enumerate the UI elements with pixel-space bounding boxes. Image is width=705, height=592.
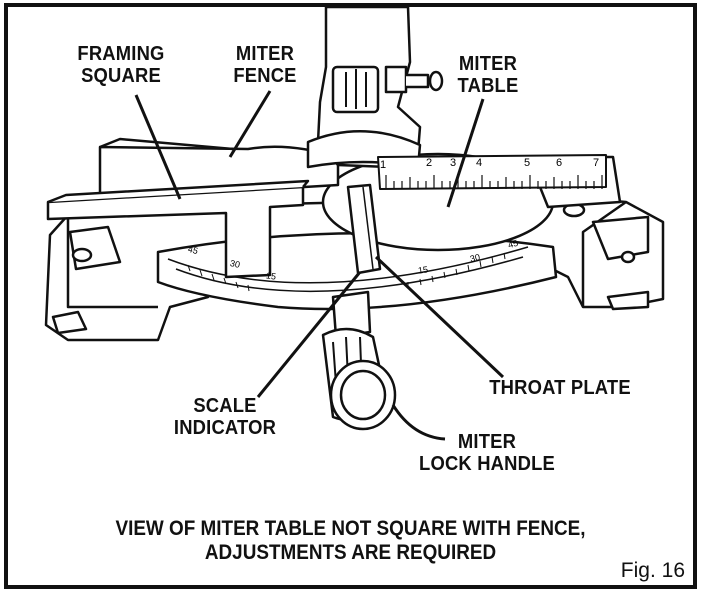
label-miter-fence: MITER FENCE [224, 43, 307, 87]
ruler-number: 4 [476, 157, 483, 169]
scale-number: 30 [469, 252, 481, 264]
throat-plate [346, 183, 382, 275]
figure-caption-line1: VIEW OF MITER TABLE NOT SQUARE WITH FENC… [115, 517, 586, 540]
fence-ruler [377, 154, 607, 190]
label-miter-table-line2: TABLE [457, 75, 519, 97]
label-framing-square: FRAMING SQUARE [70, 43, 171, 87]
label-framing-square-line1: FRAMING [77, 43, 165, 65]
ruler-number: 5 [524, 157, 531, 169]
leader-throat-plate [374, 255, 505, 379]
figure-caption-line2: ADJUSTMENTS ARE REQUIRED [204, 541, 497, 564]
ruler-number: 6 [556, 157, 563, 169]
label-throat-plate: THROAT PLATE [468, 377, 652, 399]
label-miter-lock-handle-line1: MITER [457, 431, 517, 453]
label-miter-lock-handle: MITER LOCK HANDLE [418, 431, 556, 475]
label-framing-square-line2: SQUARE [81, 65, 161, 87]
label-scale-indicator-line1: SCALE [193, 395, 257, 417]
ruler-number: 3 [450, 157, 457, 169]
label-miter-fence-line1: MITER [235, 43, 295, 65]
ruler-number: 2 [426, 157, 433, 169]
ruler-number: 7 [593, 157, 600, 169]
label-miter-lock-handle-line2: LOCK HANDLE [419, 453, 555, 475]
framing-square [46, 185, 305, 279]
figure-frame: 1 2 3 4 5 6 7 45 30 15 15 30 45 FRAMING … [4, 3, 697, 589]
lock-handle-shaft [331, 290, 372, 339]
label-scale-indicator: SCALE INDICATOR [165, 395, 285, 439]
ruler-number: 1 [380, 159, 387, 171]
leader-scale-indicator [256, 271, 362, 398]
label-throat-plate-text: THROAT PLATE [489, 377, 631, 399]
leader-lock-handle [391, 404, 446, 441]
scale-number: 15 [265, 270, 277, 282]
label-miter-table: MITER TABLE [451, 53, 525, 97]
miter-saw-drawing [44, 7, 665, 441]
leader-miter-fence [228, 90, 272, 158]
leader-miter-table [446, 98, 485, 208]
label-scale-indicator-line2: INDICATOR [173, 417, 277, 439]
figure-number: Fig. 16 [620, 559, 685, 582]
label-miter-table-line1: MITER [458, 53, 518, 75]
scale-number: 15 [417, 264, 429, 276]
leader-framing-square [134, 94, 182, 200]
scale-number: 30 [229, 258, 241, 270]
label-miter-fence-line2: FENCE [233, 65, 297, 87]
